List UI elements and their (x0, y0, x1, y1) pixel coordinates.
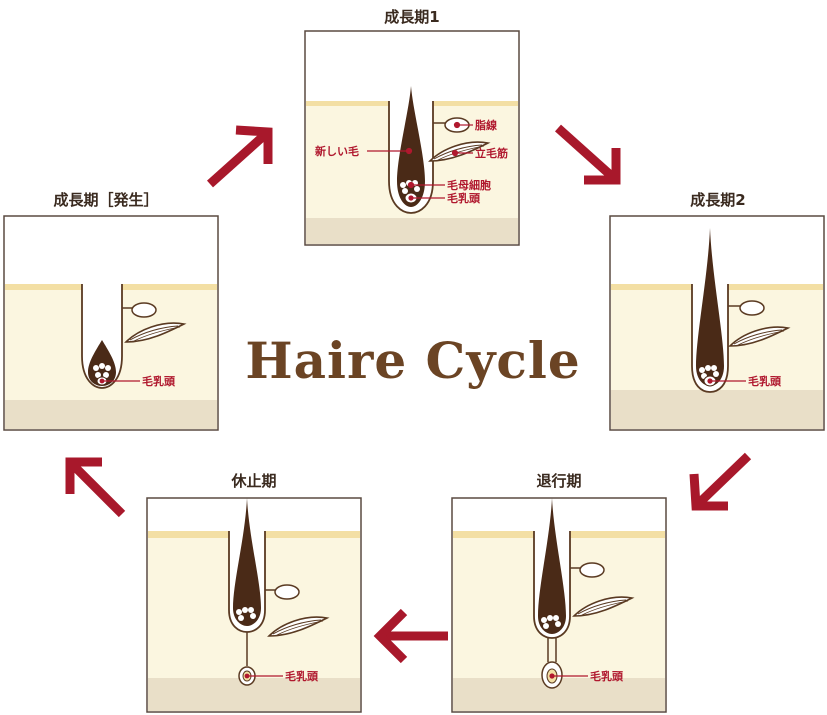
callout-new-hair: 新しい毛 (315, 144, 359, 158)
stage-telogen-label: 休止期 (230, 472, 276, 490)
stage-anagen1: 成長期1 (305, 8, 519, 245)
arrow-to-anagen2 (558, 128, 616, 180)
arrow-to-catagen (694, 456, 748, 506)
diagram-title: Haire Cycle (245, 331, 580, 390)
stage-telogen: 休止期 毛乳頭 (147, 472, 361, 712)
callout-papilla-anagen2: 毛乳頭 (748, 374, 782, 388)
stage-anagen2-panel: 毛乳頭 (610, 216, 824, 430)
callout-matrix: 毛母細胞 (447, 178, 491, 192)
arrow-to-anagen1 (210, 130, 268, 184)
arrow-to-telogen (380, 612, 448, 660)
callout-papilla-telogen: 毛乳頭 (285, 669, 319, 683)
stage-anagen2-label: 成長期2 (690, 191, 745, 209)
stage-anagen1-label: 成長期1 (384, 8, 439, 26)
callout-papilla: 毛乳頭 (447, 191, 481, 205)
stage-anagen2: 成長期2 毛乳頭 (610, 191, 824, 430)
stage-catagen: 退行期 毛乳頭 (452, 472, 666, 712)
callout-sebaceous: 脂線 (474, 118, 497, 132)
stage-telogen-panel: 毛乳頭 (147, 498, 361, 712)
stage-early-anagen-panel: 毛乳頭 (4, 216, 218, 430)
stage-catagen-panel: 毛乳頭 (452, 498, 666, 712)
callout-papilla-early-anagen: 毛乳頭 (142, 374, 176, 388)
callout-papilla-catagen: 毛乳頭 (590, 669, 624, 683)
stage-early-anagen: 成長期［発生］ 毛乳頭 (4, 191, 218, 430)
callout-arrector: 立毛筋 (475, 146, 508, 160)
stage-catagen-label: 退行期 (536, 472, 581, 490)
arrow-to-early-anagen (70, 462, 122, 514)
stage-early-anagen-label: 成長期［発生］ (53, 191, 158, 209)
stage-anagen1-panel: 新しい毛 脂線 立毛筋 毛母細胞 毛乳頭 (305, 31, 519, 245)
